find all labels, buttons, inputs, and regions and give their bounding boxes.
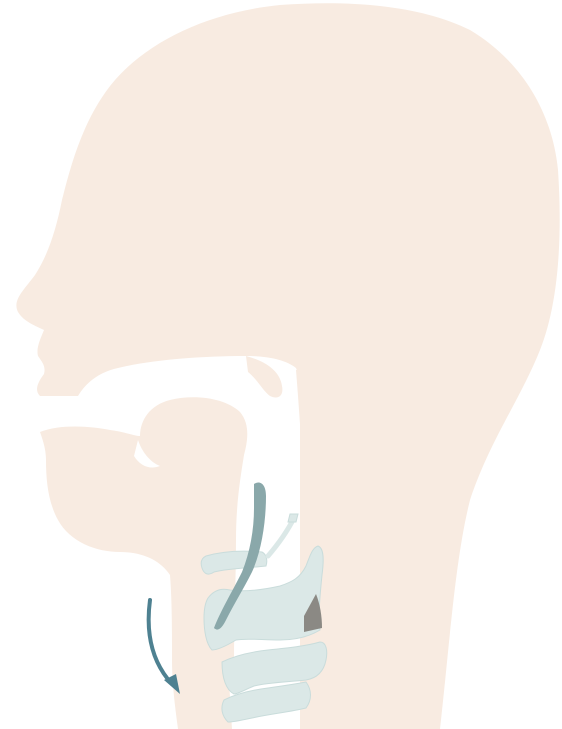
stylohyoid-ligament [268,518,294,556]
soft-palate [246,356,282,398]
stylohyoid-tip [288,514,298,522]
motion-arrow [149,600,172,684]
